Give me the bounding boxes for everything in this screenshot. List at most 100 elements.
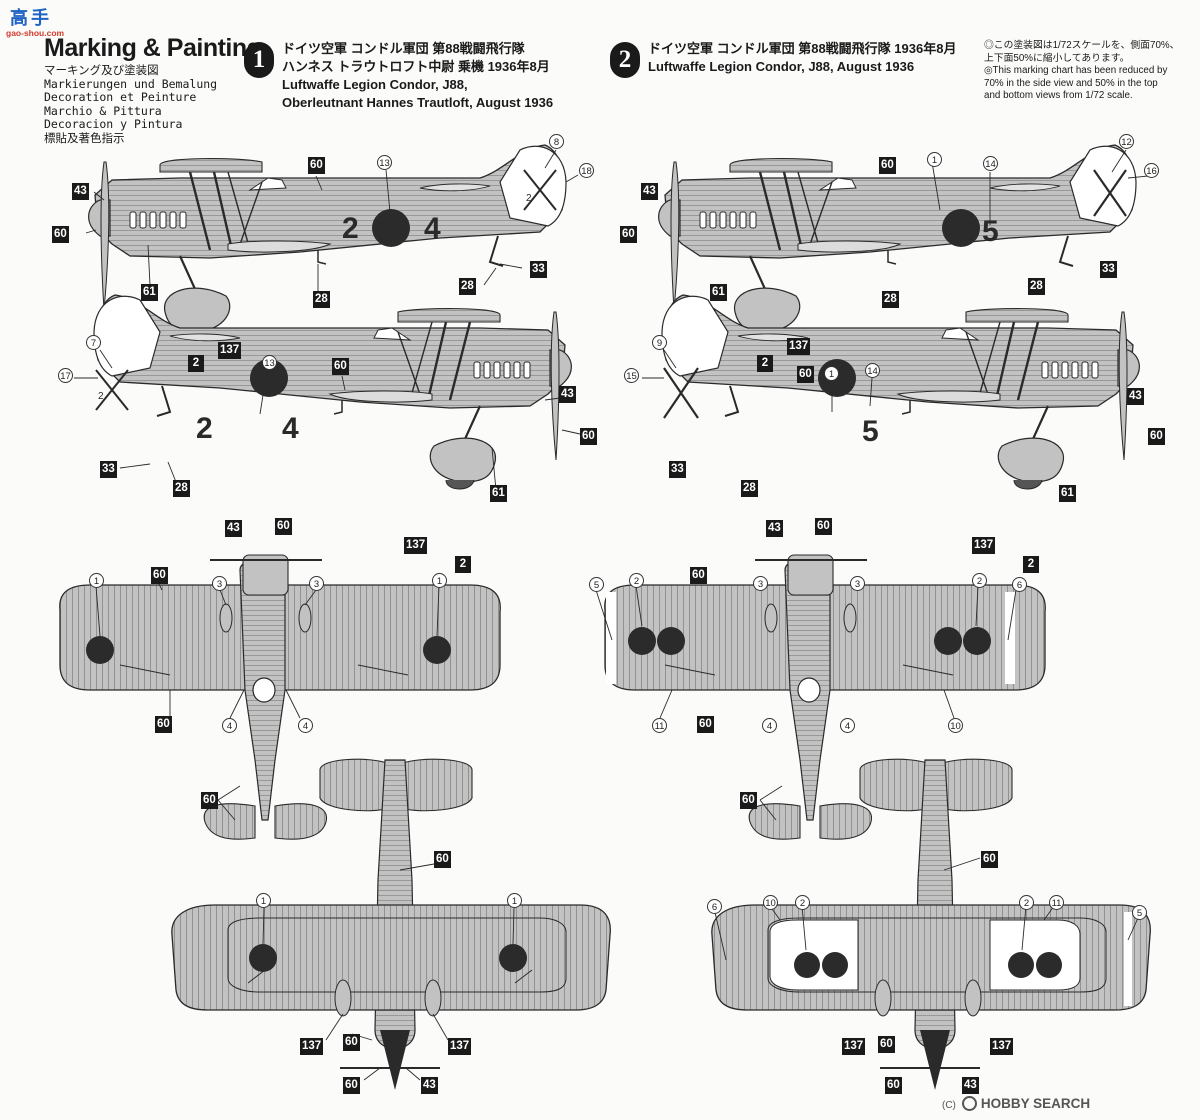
color-code-badge: 43 — [641, 183, 658, 200]
hobby-search-watermark: (C)HOBBY SEARCH — [942, 1096, 1194, 1116]
language-it: Marchio & Pittura — [44, 103, 162, 118]
color-code-badge: 60 — [697, 716, 714, 733]
color-code-badge: 43 — [1127, 388, 1144, 405]
v2-side-left-code-b: 5 — [982, 215, 999, 248]
decal-number: 14 — [865, 363, 880, 378]
color-code-badge: 43 — [766, 520, 783, 537]
color-code-badge: 43 — [421, 1077, 438, 1094]
v1-side-left — [87, 143, 568, 341]
version-2-number: 2 — [610, 42, 640, 78]
decal-number: 4 — [762, 718, 777, 733]
color-code-badge: 60 — [201, 792, 218, 809]
decal-number: 5 — [1132, 905, 1147, 920]
color-code-badge: 2 — [188, 355, 204, 372]
v1-side-left-code-a: 2 — [342, 212, 359, 245]
scale-note-line-5: and bottom views from 1/72 scale. — [984, 90, 1133, 101]
color-code-badge: 60 — [155, 716, 172, 733]
decal-number: 3 — [212, 576, 227, 591]
decal-number: 13 — [262, 355, 277, 370]
color-code-badge: 137 — [404, 537, 428, 554]
color-code-badge: 28 — [173, 480, 190, 497]
scale-note-line-3: ◎This marking chart has been reduced by — [984, 65, 1168, 76]
color-code-badge: 43 — [72, 183, 89, 200]
color-code-badge: 60 — [434, 851, 451, 868]
color-code-badge: 61 — [141, 284, 158, 301]
color-code-badge: 61 — [490, 485, 507, 502]
color-code-badge: 137 — [300, 1038, 324, 1055]
color-code-badge: 60 — [740, 792, 757, 809]
language-de: Markierungen und Bemalung — [44, 76, 218, 91]
decal-number: 3 — [753, 576, 768, 591]
color-code-badge: 60 — [815, 518, 832, 535]
v1-side-left-tail-code: 2 — [526, 193, 532, 204]
decal-number: 3 — [850, 576, 865, 591]
color-code-badge: 60 — [879, 157, 896, 174]
v1-side-right-code-b: 4 — [282, 412, 299, 445]
color-code-badge: 60 — [332, 358, 349, 375]
color-code-badge: 137 — [218, 342, 242, 359]
scale-note-line-4: 70% in the side view and 50% in the top — [984, 77, 1158, 89]
decal-number: 2 — [972, 573, 987, 588]
decal-number: 2 — [629, 573, 644, 588]
version-2-en-line-1: Luftwaffe Legion Condor, J88, August 193… — [648, 59, 915, 74]
version-1-en-line-1: Luftwaffe Legion Condor, J88, — [282, 77, 468, 92]
decal-number: 15 — [624, 368, 639, 383]
color-code-badge: 60 — [343, 1034, 360, 1051]
v1-side-right-code-a: 2 — [196, 412, 213, 445]
hobby-search-logo-icon — [961, 1096, 977, 1111]
decal-number: 14 — [983, 156, 998, 171]
color-code-badge: 28 — [741, 480, 758, 497]
site-logo: 高手 gao-shou.com — [4, 4, 80, 42]
decal-number: 1 — [256, 893, 271, 908]
color-code-badge: 33 — [100, 461, 117, 478]
scale-note-line-1: ◎この塗装図は1/72スケールを、側面70%、 — [984, 40, 1180, 51]
decal-number: 13 — [377, 155, 392, 170]
version-1-number: 1 — [244, 42, 274, 78]
color-code-badge: 28 — [313, 291, 330, 308]
color-code-badge: 60 — [275, 518, 292, 535]
version-1-jp-line-2: ハンネス トラウトロフト中尉 乗機 1936年8月 — [282, 59, 550, 74]
v2-side-right-code-b: 5 — [862, 415, 879, 448]
decal-number: 2 — [1019, 895, 1034, 910]
decal-number: 1 — [89, 573, 104, 588]
decal-number: 11 — [1049, 895, 1064, 910]
color-code-badge: 28 — [1028, 278, 1045, 295]
color-code-badge: 33 — [669, 461, 686, 478]
color-code-badge: 60 — [878, 1036, 895, 1053]
decal-number: 5 — [589, 577, 604, 592]
color-code-badge: 137 — [448, 1038, 472, 1055]
color-code-badge: 2 — [757, 355, 773, 372]
decal-number: 12 — [1119, 134, 1134, 149]
decal-number: 16 — [1144, 163, 1159, 178]
page-title: Marking & Painting — [44, 34, 262, 62]
v1-side-right-tail-code: 2 — [98, 391, 104, 402]
color-code-badge: 28 — [459, 278, 476, 295]
version-1-jp-line-1: ドイツ空軍 コンドル軍団 第88戦闘飛行隊 — [282, 41, 525, 56]
decal-number: 2 — [795, 895, 810, 910]
color-code-badge: 33 — [530, 261, 547, 278]
site-logo-url: gao-shou.com — [6, 28, 65, 38]
scale-note: ◎この塗装図は1/72スケールを、側面70%、 上下面50%に縮小してあります。… — [984, 40, 1179, 103]
decal-number: 6 — [1012, 577, 1027, 592]
v1-side-left-code-b: 4 — [424, 212, 441, 245]
color-code-badge: 61 — [1059, 485, 1076, 502]
color-code-badge: 43 — [559, 386, 576, 403]
color-code-badge: 60 — [52, 226, 69, 243]
version-1-heading: ドイツ空軍 コンドル軍団 第88戦闘飛行隊 ハンネス トラウトロフト中尉 乗機 … — [282, 40, 553, 112]
color-code-badge: 60 — [981, 851, 998, 868]
color-code-badge: 33 — [1100, 261, 1117, 278]
v2-side-left — [657, 143, 1138, 341]
hobby-search-brand: HOBBY SEARCH — [980, 1096, 1091, 1111]
site-logo-kanji: 高手 — [10, 8, 52, 29]
color-code-badge: 137 — [787, 338, 811, 355]
color-code-badge: 60 — [151, 567, 168, 584]
decal-number: 7 — [86, 335, 101, 350]
language-es: Decoracion y Pintura — [44, 117, 183, 131]
color-code-badge: 2 — [455, 556, 471, 573]
color-code-badge: 28 — [882, 291, 899, 308]
version-2-jp-line-1: ドイツ空軍 コンドル軍団 第88戦闘飛行隊 1936年8月 — [648, 41, 957, 56]
color-code-badge: 60 — [308, 157, 325, 174]
color-code-badge: 43 — [225, 520, 242, 537]
v2-side-right — [660, 293, 1141, 491]
